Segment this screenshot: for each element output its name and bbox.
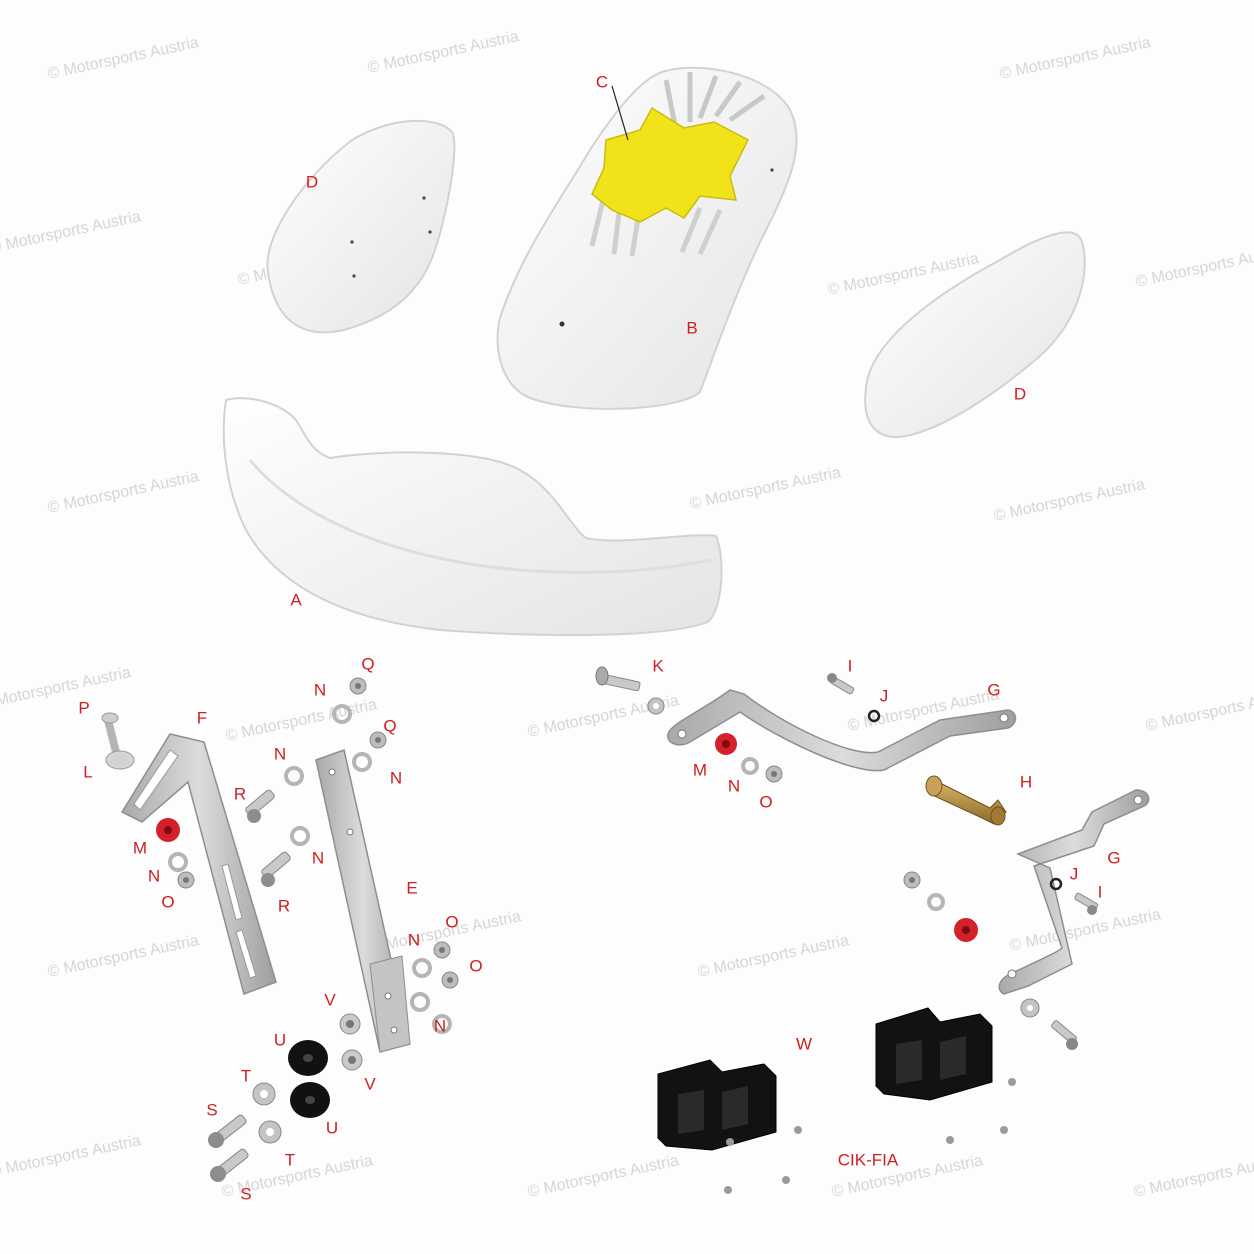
- label-a: A: [290, 590, 302, 610]
- side-pod-right: [864, 231, 1086, 438]
- bracket-g-lower: [998, 789, 1150, 995]
- label-f: F: [196, 708, 208, 728]
- label-o-bottom: O: [469, 956, 483, 976]
- number-plate: [591, 106, 749, 223]
- label-k: K: [652, 656, 664, 676]
- label-s-bottom: S: [240, 1184, 252, 1204]
- label-n-right: N: [389, 768, 403, 788]
- label-j-bottom: J: [1069, 864, 1079, 884]
- label-p: P: [78, 698, 90, 718]
- label-o-left: O: [161, 892, 175, 912]
- leader-line: [611, 85, 629, 141]
- label-v-top: V: [324, 990, 336, 1010]
- lower-right-hardware: [903, 871, 1078, 1050]
- label-g-top: G: [987, 680, 1001, 700]
- left-hardware: [156, 677, 459, 1182]
- label-u-top: U: [273, 1030, 287, 1050]
- mid-hardware: [715, 733, 783, 783]
- bracket-e: [315, 749, 411, 1053]
- label-j-top: J: [879, 686, 889, 706]
- label-n-mid: N: [273, 744, 287, 764]
- bolt-p: [101, 712, 135, 770]
- label-r-bottom: R: [277, 896, 291, 916]
- label-cik-fia: CIK-FIA: [837, 1150, 899, 1170]
- label-t-bottom: T: [284, 1150, 296, 1170]
- label-d-right: D: [1013, 384, 1027, 404]
- label-r-top: R: [233, 784, 247, 804]
- label-n-bottom: N: [433, 1016, 447, 1036]
- label-n-top: N: [313, 680, 327, 700]
- label-o-mid-right: O: [759, 792, 773, 812]
- label-i-top: I: [847, 656, 853, 676]
- label-n-e: N: [407, 930, 421, 950]
- label-t-top: T: [240, 1066, 252, 1086]
- label-m-left: M: [132, 838, 148, 858]
- label-e: E: [406, 878, 418, 898]
- label-u-bottom: U: [325, 1118, 339, 1138]
- brass-spacer: [925, 775, 1007, 826]
- label-g-bottom: G: [1107, 848, 1121, 868]
- bracket-g-upper: [667, 689, 1017, 772]
- label-d-left: D: [305, 172, 319, 192]
- front-spoiler: [222, 397, 723, 637]
- label-q-mid: Q: [383, 716, 397, 736]
- label-c: C: [595, 72, 609, 92]
- label-i-bottom: I: [1097, 882, 1103, 902]
- small-screws: [724, 1078, 1016, 1194]
- right-top-hardware: [595, 666, 881, 723]
- label-b: B: [686, 318, 698, 338]
- cik-clip-right: [875, 1007, 993, 1101]
- label-w: W: [795, 1034, 813, 1054]
- label-q-top: Q: [361, 654, 375, 674]
- label-l: L: [83, 762, 93, 782]
- label-o-top: O: [445, 912, 459, 932]
- label-n-mid-right: N: [727, 776, 741, 796]
- cik-clip-left: [657, 1059, 777, 1151]
- label-m-mid: M: [692, 760, 708, 780]
- label-h: H: [1019, 772, 1033, 792]
- label-n-low: N: [311, 848, 325, 868]
- label-s-top: S: [206, 1100, 218, 1120]
- label-v-bottom: V: [364, 1074, 376, 1094]
- bracket-f: [120, 733, 277, 995]
- side-pod-left: [266, 119, 456, 334]
- label-n-left: N: [147, 866, 161, 886]
